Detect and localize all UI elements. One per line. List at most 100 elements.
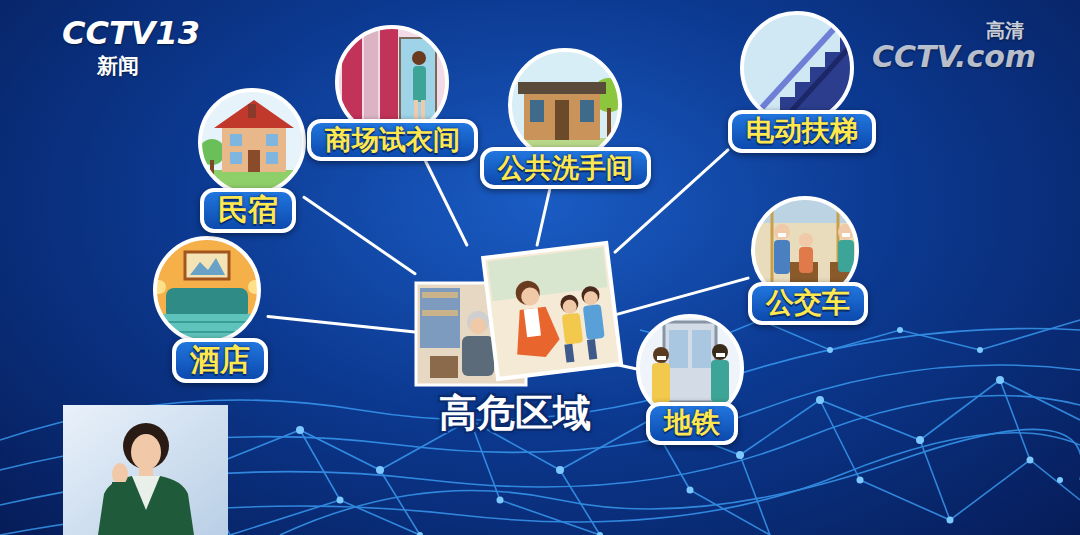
place-pill: 公交车 [748,282,868,325]
washroom-icon-part [510,50,620,160]
hotel-icon-part [150,235,265,350]
spoke-connector [537,189,550,245]
metro-icon-part-part [664,322,716,402]
sign-interpreter-inset-part [131,434,161,470]
place-node: 电动扶梯 [742,13,852,123]
family-photo-part [583,290,599,306]
family-photo-part [524,308,541,337]
bus-icon-part-part [774,224,790,240]
elder-photo-part [420,288,460,348]
network-mesh-part [200,380,1030,535]
hotel-icon-part-part [185,252,229,279]
washroom-icon-part-part [530,100,544,122]
fitting-room-icon-part-part [412,51,426,65]
fitting-room-icon-part-part [400,38,436,130]
elder-photo-part [467,311,489,333]
network-dots-part [996,376,1004,384]
sign-interpreter-inset-part [112,482,126,512]
family-photo [483,243,621,379]
bus-icon-part-part [799,233,813,247]
metro-icon-part-part [657,356,666,360]
sign-interpreter-inset [63,405,228,535]
family-photo-part [580,285,600,305]
elder-photo-part [422,310,458,316]
homestay-icon-part [200,90,304,194]
place-pill: 地铁 [646,402,738,445]
bus-icon-part-part [778,233,786,237]
network-dots-part [977,347,983,353]
place-pill: 公共洗手间 [480,147,651,189]
place-node: 公共洗手间 [510,50,620,160]
place-pill: 民宿 [200,188,296,233]
bus-icon-part-part [774,240,790,274]
network-dots-part [827,347,833,353]
site-watermark: CCTV.com [872,40,1036,73]
network-dots-part [296,426,304,434]
hotel-icon-part-part [190,258,225,275]
homestay-icon-part [195,85,310,200]
place-label: 电动扶梯 [746,115,858,147]
family-photo-part [564,344,574,363]
metro-icon-part-part [692,330,711,368]
homestay-icon-part-part [266,134,278,146]
family-photo-part [562,313,584,345]
spoke-connector [268,317,415,333]
bus-icon-part-part [838,240,854,272]
elder-photo-part [430,356,458,378]
homestay-icon [195,85,310,200]
place-label: 民宿 [218,193,278,228]
spoke-connector [615,278,748,315]
hotel-icon-part-part [150,235,265,350]
network-dots-part [947,517,954,524]
network-dots [196,317,1063,535]
place-node: 地铁 [638,316,742,420]
channel-logo: CCTV13 [62,16,200,51]
washroom-icon-part [508,48,626,163]
network-dots-part [897,327,903,333]
place-pill: 酒店 [172,338,268,383]
network-dots-part [687,487,694,494]
hub-node: 高危区域 [415,245,615,440]
sign-interpreter-inset-part [63,405,228,535]
place-label: 公共洗手间 [498,152,633,183]
washroom-icon-part-part [518,82,606,94]
family-photo-part [583,304,605,340]
place-node: 酒店 [155,238,259,342]
elder-photo-part [422,292,458,298]
metro-icon-part-part [716,353,725,357]
place-label: 商场试衣间 [325,124,460,155]
place-label: 地铁 [664,407,720,439]
washroom-icon-part-part [580,100,594,122]
place-node: 民宿 [200,90,304,194]
homestay-icon-part-part [266,152,278,164]
bus-icon-part-part [842,233,850,237]
family-photo-part [512,306,562,361]
family-photo-part [514,279,541,306]
place-pill: 商场试衣间 [307,119,478,161]
network-dots-part [337,497,344,504]
homestay-icon-part-part [222,126,286,172]
network-mesh-part [280,429,1080,535]
network-dots-part [376,466,384,474]
spoke-connector [304,197,415,273]
network-dots-part [1027,457,1034,464]
fitting-room-icon-part-part [413,66,426,102]
place-label: 酒店 [190,343,250,378]
network-dots-part [736,451,744,459]
metro-icon-part-part [669,330,688,368]
place-node: 商场试衣间 [337,27,447,137]
washroom-icon-part-part [555,100,569,140]
network-dots-part [497,497,504,504]
family-photo-part [520,287,540,307]
hotel-icon [150,235,265,350]
network-dots-part [916,436,924,444]
homestay-icon-part-part [248,104,256,118]
homestay-icon-part-part [214,100,294,128]
network-dots-part [597,532,603,535]
network-dots-part [857,477,864,484]
escalator-icon-part [742,13,852,123]
homestay-icon-part-part [248,150,260,172]
